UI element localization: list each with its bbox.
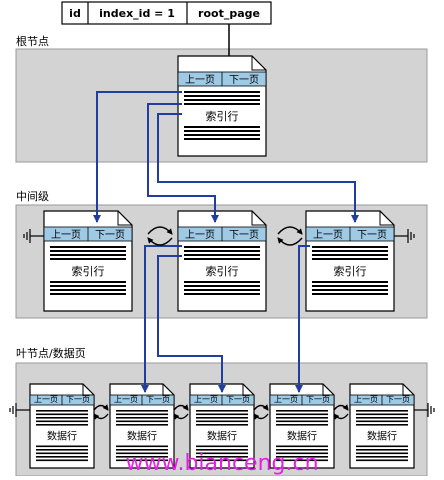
key-cell-index-id: index_id = 1 bbox=[99, 7, 175, 20]
next-page-label: 下一页 bbox=[66, 395, 90, 404]
index-rows-label: 索引行 bbox=[72, 264, 105, 278]
data-rows-label: 数据行 bbox=[127, 430, 157, 443]
next-page-label: 下一页 bbox=[386, 395, 410, 404]
leaf-data-page-3: 上一页下一页数据行 bbox=[189, 383, 255, 469]
leaf-data-page-5: 上一页下一页数据行 bbox=[349, 383, 415, 469]
page-link-leaf-3 bbox=[253, 404, 269, 420]
next-page-label: 下一页 bbox=[146, 395, 170, 404]
key-cell-id: id bbox=[69, 7, 81, 20]
prev-page-label: 上一页 bbox=[354, 395, 378, 404]
page-link-leaf-2 bbox=[173, 404, 189, 420]
root-to-intermediate-1-arrow bbox=[93, 91, 182, 223]
next-page-label: 下一页 bbox=[229, 74, 259, 86]
intermediate-to-leaf-4-arrow bbox=[295, 245, 310, 393]
page-link-leaf-4 bbox=[333, 404, 349, 420]
prev-page-label: 上一页 bbox=[34, 395, 58, 404]
null-pointer-right-leaf bbox=[414, 403, 435, 417]
prev-page-label: 上一页 bbox=[114, 395, 138, 404]
prev-page-label: 上一页 bbox=[194, 395, 218, 404]
next-page-label: 下一页 bbox=[357, 229, 387, 241]
data-rows-label: 数据行 bbox=[287, 430, 317, 443]
key-cell-root-page: root_page bbox=[198, 7, 260, 20]
watermark: www.bianceng.cn bbox=[125, 451, 318, 476]
root-section-label: 根节点 bbox=[16, 34, 49, 48]
data-rows-label: 数据行 bbox=[47, 430, 77, 443]
index-rows-label: 索引行 bbox=[206, 109, 239, 123]
leaf-data-page-4: 上一页下一页数据行 bbox=[269, 383, 335, 469]
leaf-data-page-2: 上一页下一页数据行 bbox=[109, 383, 175, 469]
root-to-intermediate-3-arrow bbox=[157, 113, 359, 223]
prev-page-label: 上一页 bbox=[313, 229, 343, 241]
next-page-label: 下一页 bbox=[226, 395, 250, 404]
null-pointer-left-intermediate bbox=[23, 229, 44, 243]
prev-page-label: 上一页 bbox=[185, 229, 215, 241]
null-pointer-left-leaf bbox=[9, 403, 30, 417]
intermediate-section-label: 中间级 bbox=[16, 190, 49, 203]
data-rows-label: 数据行 bbox=[367, 430, 397, 443]
intermediate-to-leaf-2-arrow bbox=[141, 245, 182, 393]
prev-page-label: 上一页 bbox=[185, 74, 215, 86]
prev-page-label: 上一页 bbox=[274, 395, 298, 404]
page-link-leaf-1 bbox=[93, 404, 109, 420]
key-table: id index_id = 1 root_page bbox=[61, 1, 272, 25]
data-rows-label: 数据行 bbox=[207, 430, 237, 443]
page-link-int-2-3 bbox=[277, 226, 303, 246]
root-to-intermediate-2-arrow bbox=[147, 103, 219, 223]
next-page-label: 下一页 bbox=[306, 395, 330, 404]
null-pointer-right-intermediate bbox=[394, 229, 415, 243]
leaf-section-label: 叶节点/数据页 bbox=[16, 346, 86, 360]
leaf-data-page-1: 上一页下一页数据行 bbox=[29, 383, 95, 469]
index-rows-label: 索引行 bbox=[334, 264, 367, 278]
prev-page-label: 上一页 bbox=[51, 229, 81, 241]
next-page-label: 下一页 bbox=[95, 229, 125, 241]
intermediate-to-leaf-3-arrow bbox=[157, 255, 226, 393]
next-page-label: 下一页 bbox=[229, 229, 259, 241]
index-rows-label: 索引行 bbox=[206, 264, 239, 278]
page-link-int-1-2 bbox=[147, 226, 173, 246]
